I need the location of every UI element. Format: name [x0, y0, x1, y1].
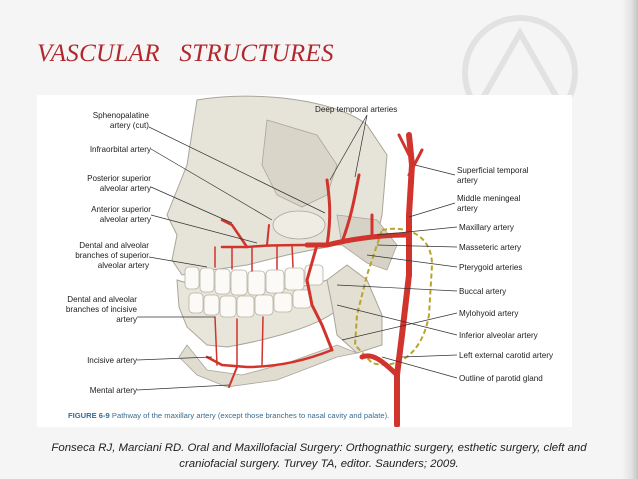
- label-posterior-superior-alveolar-artery-2: alveolar artery: [100, 184, 152, 193]
- label-left-external-carotid-artery: Left external carotid artery: [459, 351, 554, 360]
- label-deep-temporal-arteries: Deep temporal arteries: [315, 105, 397, 114]
- figure-caption: FIGURE 6-9 Pathway of the maxillary arte…: [68, 411, 568, 420]
- label-incisive-artery: Incisive artery: [87, 356, 138, 365]
- figure-number: FIGURE 6-9: [68, 411, 110, 420]
- artery-network: [205, 132, 424, 427]
- label-superficial-temporal-artery-2: artery: [457, 176, 479, 185]
- label-inferior-alveolar-artery: Inferior alveolar artery: [459, 331, 539, 340]
- label-mylohyoid-artery: Mylohyoid artery: [459, 309, 519, 318]
- label-maxillary-artery: Maxillary artery: [459, 223, 515, 232]
- maxillary-artery-illustration: Sphenopalatine artery (cut) Infraorbital…: [66, 95, 554, 427]
- label-sphenopalatine-artery: Sphenopalatine: [93, 111, 150, 120]
- label-middle-meningeal-artery-2: artery: [457, 204, 479, 213]
- anatomy-figure: Sphenopalatine artery (cut) Infraorbital…: [37, 95, 572, 427]
- label-middle-meningeal-artery: Middle meningeal: [457, 194, 521, 203]
- label-anterior-superior-alveolar-artery: Anterior superior: [91, 205, 151, 214]
- slide-edge-shadow: [622, 0, 638, 479]
- label-sphenopalatine-artery-cut: artery (cut): [110, 121, 149, 130]
- label-posterior-superior-alveolar-artery: Posterior superior: [87, 174, 151, 183]
- label-dental-alveolar-superior-3: alveolar artery: [98, 261, 150, 270]
- figure-caption-text: Pathway of the maxillary artery (except …: [111, 411, 390, 420]
- left-labels: Sphenopalatine artery (cut) Infraorbital…: [66, 111, 152, 395]
- label-masseteric-artery: Masseteric artery: [459, 243, 522, 252]
- right-labels: Deep temporal arteries Superficial tempo…: [315, 105, 554, 383]
- citation-line-2: craniofacial surgery. Turvey TA, editor.…: [179, 458, 459, 470]
- label-buccal-artery: Buccal artery: [459, 287, 507, 296]
- label-superficial-temporal-artery: Superficial temporal: [457, 166, 529, 175]
- label-dental-alveolar-superior: Dental and alveolar: [79, 241, 149, 250]
- label-outline-of-parotid-gland: Outline of parotid gland: [459, 374, 543, 383]
- label-dental-alveolar-incisive: Dental and alveolar: [67, 295, 137, 304]
- label-anterior-superior-alveolar-artery-2: alveolar artery: [100, 215, 152, 224]
- label-dental-alveolar-incisive-3: artery: [116, 315, 138, 324]
- leader-lines: [136, 114, 458, 391]
- citation: Fonseca RJ, Marciani RD. Oral and Maxill…: [0, 440, 638, 472]
- slide-title: VASCULAR STRUCTURES: [37, 40, 334, 67]
- label-infraorbital-artery: Infraorbital artery: [90, 145, 152, 154]
- label-dental-alveolar-superior-2: branches of superior: [75, 251, 149, 260]
- label-dental-alveolar-incisive-2: branches of incisive: [66, 305, 138, 314]
- label-mental-artery: Mental artery: [90, 386, 138, 395]
- citation-line-1: Fonseca RJ, Marciani RD. Oral and Maxill…: [51, 442, 587, 454]
- teeth-illustration: [184, 264, 324, 318]
- label-pterygoid-arteries: Pterygoid arteries: [459, 263, 522, 272]
